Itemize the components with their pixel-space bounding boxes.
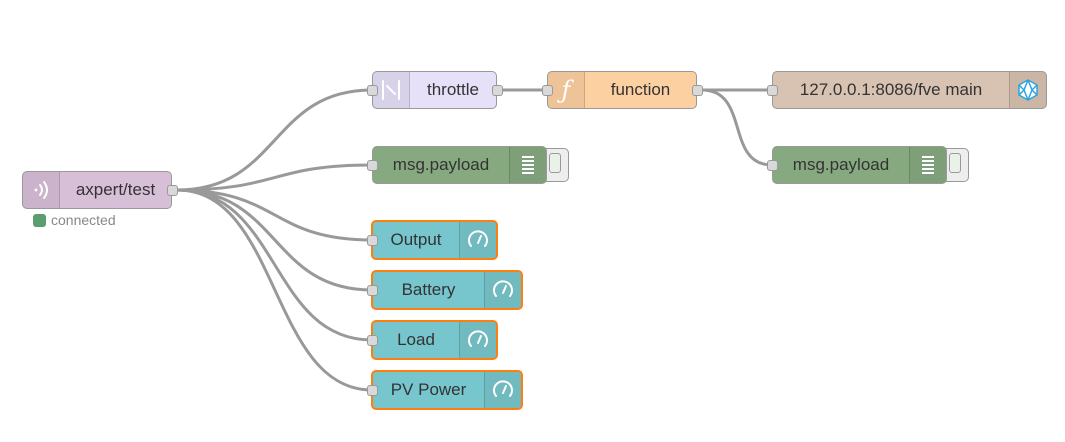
throttle-output-port[interactable] xyxy=(492,85,503,96)
gauge-pv-power-node[interactable]: PV Power xyxy=(367,370,523,410)
gauge-load-input-port[interactable] xyxy=(367,335,378,346)
status-dot-icon xyxy=(33,213,46,227)
wire-mqtt-throttle[interactable] xyxy=(176,88,373,192)
debug-bottom-input-port[interactable] xyxy=(767,160,778,171)
function-output-port[interactable] xyxy=(692,85,703,96)
gauge-battery-node[interactable]: Battery xyxy=(367,270,523,310)
mqtt-in-output-port[interactable] xyxy=(167,185,178,196)
wire-mqtt-load[interactable] xyxy=(176,188,373,342)
throttle-input-port[interactable] xyxy=(367,85,378,96)
gauge-icon xyxy=(484,272,521,308)
throttle-label: throttle xyxy=(427,80,479,99)
gauge-icon xyxy=(459,222,496,258)
influxdb-input-port[interactable] xyxy=(767,85,778,96)
gauge-battery-label: Battery xyxy=(401,280,456,299)
debug-bottom-node[interactable]: msg.payload xyxy=(767,146,947,184)
wire-mqtt-debug[interactable] xyxy=(176,163,373,192)
mqtt-in-node[interactable]: axpert/test xyxy=(22,171,178,209)
wire-mqtt-battery[interactable] xyxy=(176,188,373,292)
gauge-output-node[interactable]: Output xyxy=(367,220,498,260)
wire-function-debug[interactable] xyxy=(701,88,773,167)
throttle-node[interactable]: throttle xyxy=(367,71,503,109)
gauge-pv-power-label: PV Power xyxy=(390,380,467,399)
list-icon xyxy=(509,147,546,183)
debug-bottom-label: msg.payload xyxy=(792,155,890,174)
gauge-icon xyxy=(459,322,496,358)
mqtt-in-label: axpert/test xyxy=(75,180,156,199)
function-label: function xyxy=(610,80,671,99)
function-input-port[interactable] xyxy=(542,85,553,96)
gauge-battery-input-port[interactable] xyxy=(367,285,378,296)
gauge-pv-power-input-port[interactable] xyxy=(367,385,378,396)
mqtt-status: connected xyxy=(33,212,116,228)
influxdb-label: 127.0.0.1:8086/fve main xyxy=(799,80,983,99)
mqtt-status-text: connected xyxy=(51,212,116,228)
debug-bottom-toggle-button[interactable] xyxy=(945,148,969,182)
gauge-output-input-port[interactable] xyxy=(367,235,378,246)
wire-mqtt-pv[interactable] xyxy=(176,188,373,392)
list-icon xyxy=(909,147,946,183)
wifi-signal-icon xyxy=(23,172,60,208)
wire-mqtt-output[interactable] xyxy=(176,188,373,242)
gauge-load-label: Load xyxy=(397,330,435,349)
debug-top-node[interactable]: msg.payload xyxy=(367,146,547,184)
function-node[interactable]: ƒ function xyxy=(542,71,703,109)
debug-top-input-port[interactable] xyxy=(367,160,378,171)
throttle-icon xyxy=(373,72,410,108)
gauge-icon xyxy=(484,372,521,408)
debug-top-toggle-button[interactable] xyxy=(545,148,569,182)
gauge-output-label: Output xyxy=(390,230,442,249)
function-icon: ƒ xyxy=(548,72,585,108)
influxdb-node[interactable]: 127.0.0.1:8086/fve main xyxy=(767,71,1047,109)
database-icon xyxy=(1009,72,1046,108)
debug-top-label: msg.payload xyxy=(392,155,490,174)
gauge-load-node[interactable]: Load xyxy=(367,320,498,360)
